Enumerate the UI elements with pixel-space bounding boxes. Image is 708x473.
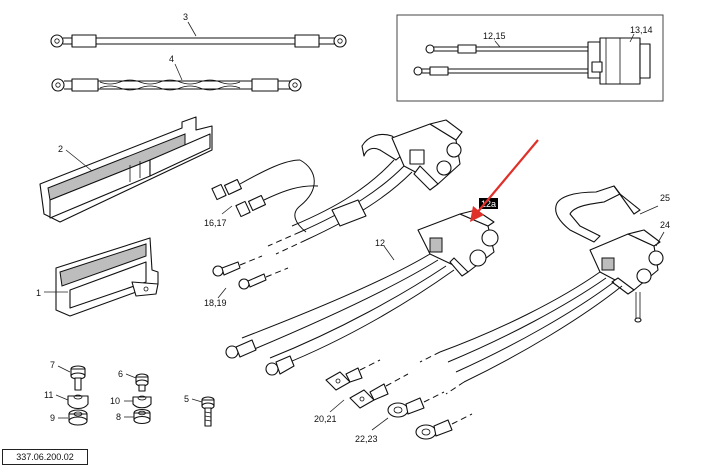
inset-box: 12,15 13,14: [396, 14, 664, 102]
label-7: 7: [50, 360, 55, 370]
label-18-19: 18,19: [204, 298, 227, 308]
part-1-bracket: 1: [36, 237, 159, 317]
part-24-25-connector-assembly: 25 24: [419, 185, 670, 395]
part-8-nut: 8: [116, 408, 151, 425]
label-6: 6: [118, 369, 123, 379]
part-6-screw: 6: [118, 369, 149, 392]
label-24: 24: [660, 220, 670, 230]
label-2: 2: [58, 144, 63, 154]
part-10-washer: 10: [110, 395, 152, 409]
inset-cable-upper: [425, 44, 590, 54]
label-20-21: 20,21: [314, 414, 337, 424]
part-9-nut: 9: [50, 409, 88, 426]
label-8: 8: [116, 412, 121, 422]
drawing-number-box: 337.06.200.02: [2, 449, 88, 465]
part-22-23-lugs: 22,23: [355, 391, 473, 444]
part-12-connector-harness: 12 12a: [225, 198, 499, 376]
inset-cable-lower: [413, 66, 590, 76]
upper-connector-assembly: [267, 119, 463, 255]
label-10: 10: [110, 396, 120, 406]
inset-connector: [587, 37, 651, 85]
part-18-19-terminals: 18,19: [204, 255, 289, 308]
label-22-23: 22,23: [355, 434, 378, 444]
label-9: 9: [50, 413, 55, 423]
label-12a: 12a: [481, 199, 496, 209]
label-3: 3: [183, 12, 188, 22]
part-16-17-terminals: 16,17: [204, 159, 319, 228]
label-13-14: 13,14: [630, 25, 653, 35]
part-2-bracket: 2: [39, 116, 213, 223]
label-11: 11: [44, 390, 53, 400]
part-20-21-terminals: 20,21: [314, 359, 409, 424]
label-12a-tag: [479, 198, 498, 209]
label-5: 5: [184, 394, 189, 404]
part-3-cable: 3: [50, 12, 347, 48]
label-16-17: 16,17: [204, 218, 227, 228]
part-4-cable: 4: [51, 54, 302, 92]
label-4: 4: [169, 54, 174, 64]
highlight-arrow: [470, 139, 539, 222]
drawing-number: 337.06.200.02: [16, 452, 74, 462]
part-5-bolt: 5: [184, 394, 215, 427]
part-11-washer: 11: [44, 390, 89, 410]
label-12: 12: [375, 238, 385, 248]
label-25: 25: [660, 193, 670, 203]
label-12-15: 12,15: [483, 31, 506, 41]
part-7-screw: 7: [50, 360, 86, 391]
label-1: 1: [36, 288, 41, 298]
